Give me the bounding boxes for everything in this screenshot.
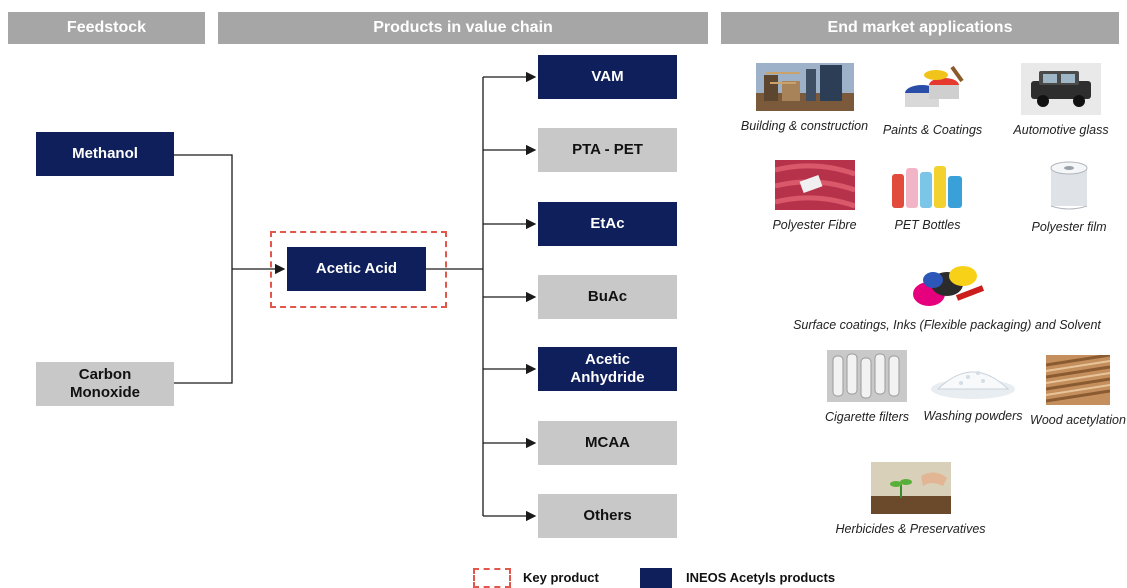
header-feedstock: Feedstock — [8, 12, 205, 44]
product-others: Others — [538, 494, 677, 538]
application-label: Washing powders — [923, 409, 1023, 423]
application-label: Cigarette filters — [824, 410, 910, 424]
application-label: Automotive glass — [1013, 123, 1109, 137]
feedstock-bracket — [174, 154, 233, 384]
application-label: Wood acetylation — [1030, 413, 1126, 427]
application-building-construction: Building & construction — [727, 63, 882, 134]
feedstock-methanol: Methanol — [36, 132, 174, 176]
application-label: Paints & Coatings — [882, 123, 983, 137]
application-bottles: PET Bottles — [875, 160, 980, 233]
product-vam: VAM — [538, 55, 677, 99]
cigarette-filter-icon — [827, 350, 907, 407]
seedling-icon — [870, 462, 951, 519]
legend-key-product-label: Key product — [523, 570, 599, 585]
application-fabric: Polyester Fibre — [752, 160, 877, 233]
product-etac: EtAc — [538, 202, 677, 246]
product-acetic-anhydride: Acetic Anhydride — [538, 347, 677, 391]
paint-cans-icon — [898, 63, 968, 120]
application-label: Herbicides & Preservatives — [835, 522, 986, 536]
header-products: Products in value chain — [218, 12, 708, 44]
legend-ineos-label: INEOS Acetyls products — [686, 570, 836, 585]
application-cigarette-filter: Cigarette filters — [812, 350, 922, 425]
application-label: PET Bottles — [894, 218, 961, 232]
car-icon — [1021, 63, 1101, 120]
powder-pile-icon — [928, 355, 1018, 406]
application-film-roll: Polyester film — [1010, 160, 1127, 235]
wood-planks-icon — [1045, 353, 1111, 410]
header-end-market: End market applications — [721, 12, 1119, 44]
product-buac: BuAc — [538, 275, 677, 319]
application-powder-pile: Washing powders — [918, 355, 1028, 424]
application-label: Polyester Fibre — [772, 218, 857, 232]
building-construction-icon — [755, 63, 854, 116]
legend-key-product-swatch — [473, 568, 511, 588]
key-product-acetic-acid: Acetic Acid — [287, 247, 426, 291]
product-mcaa: MCAA — [538, 421, 677, 465]
application-paint-cans: Paints & Coatings — [870, 63, 995, 138]
legend-ineos-swatch — [640, 568, 672, 588]
application-label: Surface coatings, Inks (Flexible packagi… — [793, 318, 1101, 332]
bottles-icon — [888, 160, 968, 215]
application-label: Building & construction — [740, 119, 869, 133]
application-wood-planks: Wood acetylation — [1028, 353, 1127, 428]
product-pta-pet: PTA - PET — [538, 128, 677, 172]
feedstock-carbon-monoxide: Carbon Monoxide — [36, 362, 174, 406]
application-car: Automotive glass — [1000, 63, 1122, 138]
ink-rolls-icon — [907, 258, 987, 315]
application-label: Polyester film — [1031, 220, 1107, 234]
key-product-frame — [270, 231, 447, 308]
application-seedling: Herbicides & Preservatives — [818, 462, 1003, 537]
film-roll-icon — [1039, 160, 1099, 217]
fabric-icon — [773, 160, 856, 215]
application-ink-rolls: Surface coatings, Inks (Flexible packagi… — [768, 258, 1126, 333]
